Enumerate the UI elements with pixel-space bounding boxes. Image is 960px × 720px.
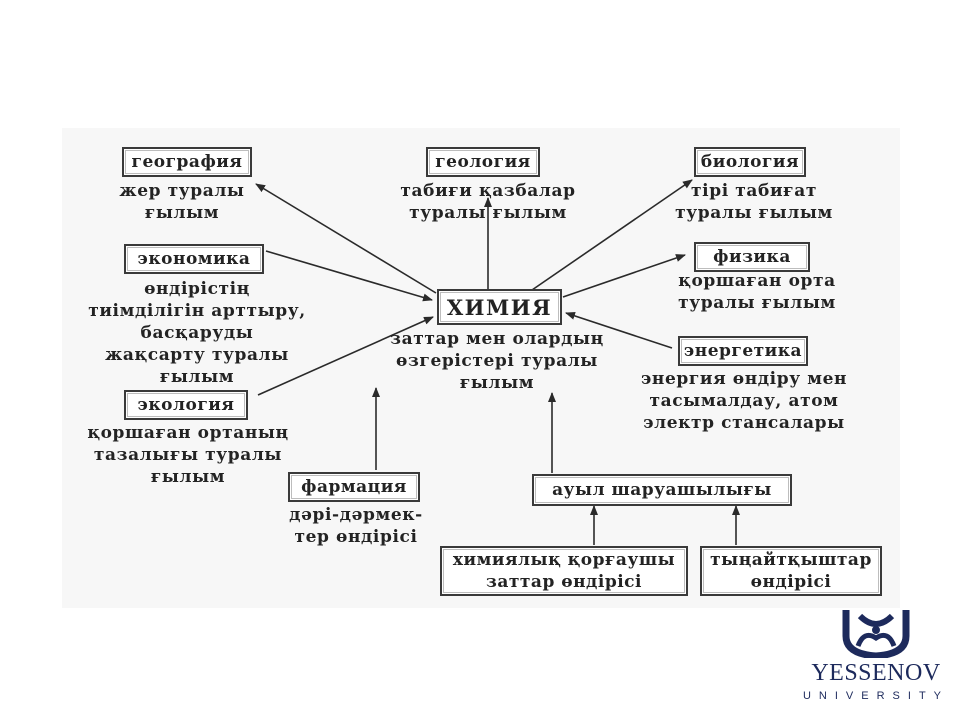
node-geography: география <box>122 147 252 177</box>
node-energetics: энергетика <box>678 336 808 366</box>
desc-line: ғылым <box>459 373 535 393</box>
desc-line: басқаруды <box>140 323 254 343</box>
node-chemistry-description: заттар мен олардың өзгерістері туралы ғы… <box>372 328 622 394</box>
node-fertilizers: тыңайтқыштар өндірісі <box>700 546 882 596</box>
desc-line: туралы ғылым <box>675 203 833 223</box>
logo-name: YESSENOV <box>811 660 941 686</box>
node-economics-description: өндірістің тиімділігін арттыру, басқаруд… <box>72 278 322 388</box>
desc-line: тер өндірісі <box>294 527 418 547</box>
node-pharmacy: фармация <box>288 472 420 502</box>
node-line: тыңайтқыштар <box>710 550 872 570</box>
arrow-to-geography <box>255 183 437 294</box>
desc-line: қоршаған орта <box>678 271 836 291</box>
node-pharmacy-description: дәрі-дәрмек- тер өндірісі <box>268 504 444 548</box>
node-energetics-description: энергия өндіру мен тасымалдау, атом элек… <box>630 368 858 434</box>
arrow-to-physics <box>562 254 686 298</box>
arrow-to-biology <box>531 179 693 291</box>
yessenov-logo: YESSENOV UNIVERSITY <box>796 606 956 710</box>
desc-line: туралы ғылым <box>678 293 836 313</box>
desc-line: жақсарту туралы <box>105 345 289 365</box>
desc-line: электр стансалары <box>643 413 845 433</box>
node-line: заттар өндірісі <box>486 572 642 592</box>
node-physics: физика <box>694 242 810 272</box>
desc-line: ғылым <box>159 367 235 387</box>
desc-line: энергия өндіру мен <box>640 369 848 389</box>
node-agriculture: ауыл шаруашылығы <box>532 474 792 506</box>
desc-line: ғылым <box>144 203 220 223</box>
desc-line: ғылым <box>150 467 226 487</box>
desc-line: тазалығы туралы <box>93 445 283 465</box>
node-line: өндірісі <box>750 572 832 592</box>
node-physics-description: қоршаған орта туралы ғылым <box>664 270 850 314</box>
desc-line: тасымалдау, атом <box>649 391 839 411</box>
desc-line: қоршаған ортаның <box>87 423 289 443</box>
desc-line: тірі табиғат <box>691 181 817 201</box>
node-chemistry: ХИМИЯ <box>437 289 562 325</box>
node-ecology: экология <box>124 390 248 420</box>
desc-line: заттар мен олардың <box>390 329 604 349</box>
logo-emblem-icon <box>842 610 910 658</box>
diagram-background <box>62 128 900 608</box>
node-ecology-description: қоршаған ортаның тазалығы туралы ғылым <box>70 422 306 488</box>
logo-subtitle: UNIVERSITY <box>802 690 949 702</box>
node-chem-protection: химиялық қорғаушы заттар өндірісі <box>440 546 688 596</box>
desc-line: туралы ғылым <box>409 203 567 223</box>
node-biology-description: тірі табиғат туралы ғылым <box>664 180 844 224</box>
node-line: химиялық қорғаушы <box>452 550 676 570</box>
node-geology-description: табиғи қазбалар туралы ғылым <box>378 180 598 224</box>
node-economics: экономика <box>124 244 264 274</box>
arrow-from-economics <box>265 250 433 302</box>
desc-line: өзгерістері туралы <box>396 351 598 371</box>
node-biology: биология <box>694 147 806 177</box>
arrow-from-energetics <box>565 312 673 349</box>
node-geology: геология <box>426 147 540 177</box>
desc-line: тиімділігін арттыру, <box>88 301 306 321</box>
desc-line: табиғи қазбалар <box>400 181 576 201</box>
node-geography-description: жер туралы ғылым <box>92 180 272 224</box>
desc-line: дәрі-дәрмек- <box>289 505 423 525</box>
arrow-from-ecology <box>257 316 434 396</box>
desc-line: жер туралы <box>119 181 245 201</box>
desc-line: өндірістің <box>144 279 250 299</box>
